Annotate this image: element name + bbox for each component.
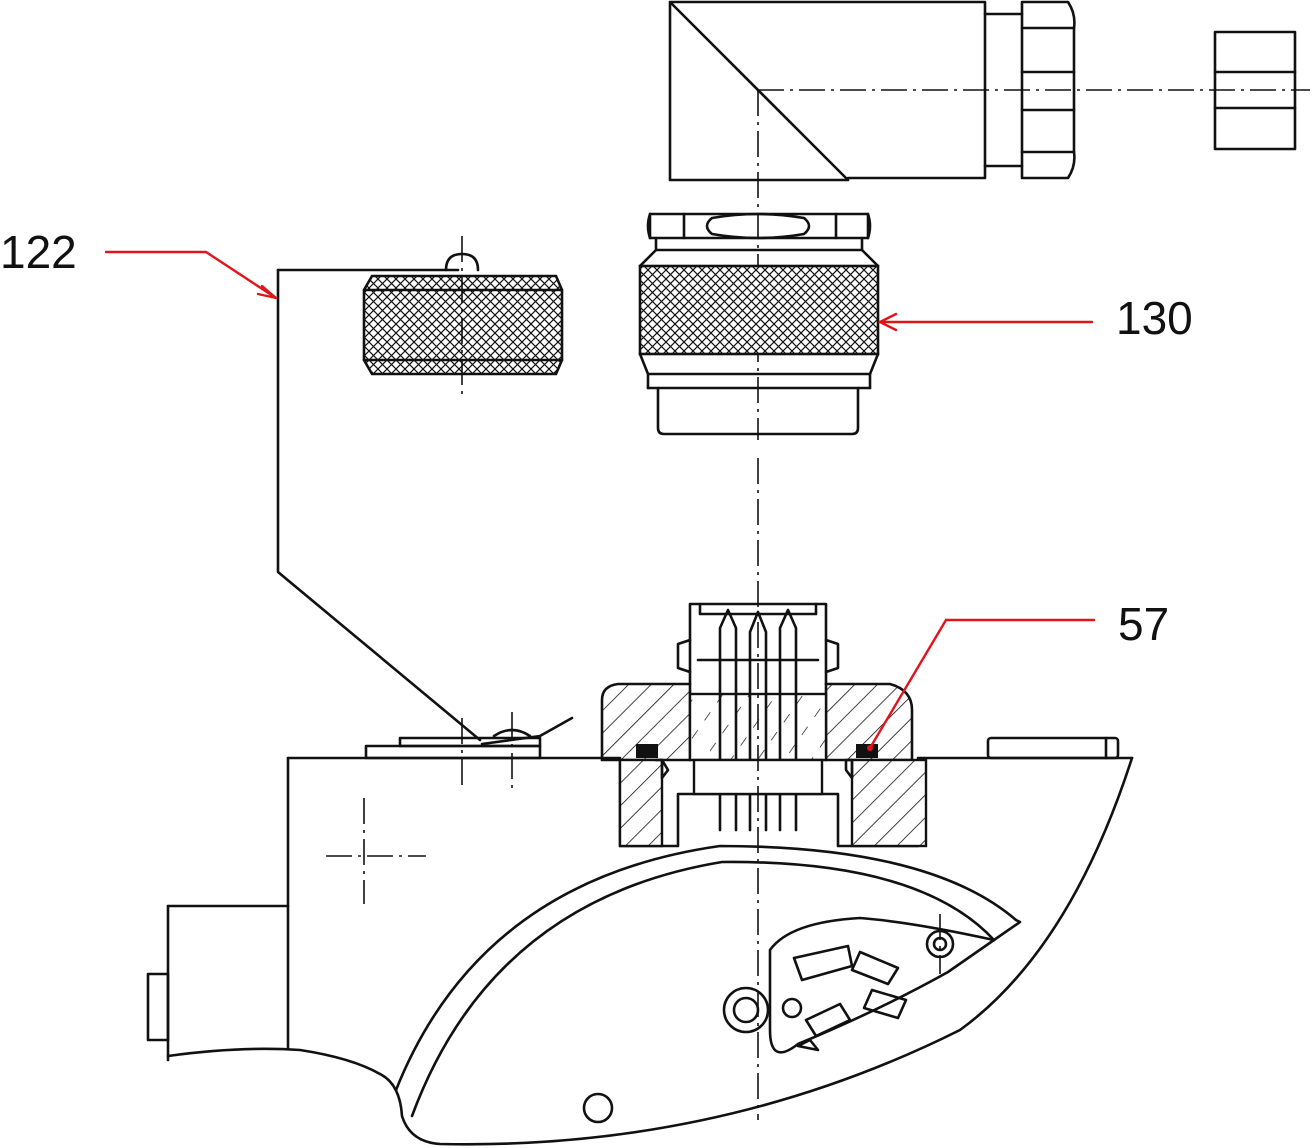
leader-122 — [104, 250, 278, 300]
protective-cap — [276, 236, 564, 742]
receptacle — [600, 602, 928, 848]
label-122: 122 — [0, 226, 77, 278]
housing — [146, 458, 1134, 1146]
coupling-nut — [638, 212, 880, 436]
callout-122: 122 — [0, 226, 278, 300]
callout-57: 57 — [867, 598, 1169, 751]
label-57: 57 — [1118, 598, 1169, 650]
label-130: 130 — [1116, 292, 1193, 344]
callout-130: 130 — [877, 292, 1193, 344]
leader-57 — [868, 618, 1096, 750]
